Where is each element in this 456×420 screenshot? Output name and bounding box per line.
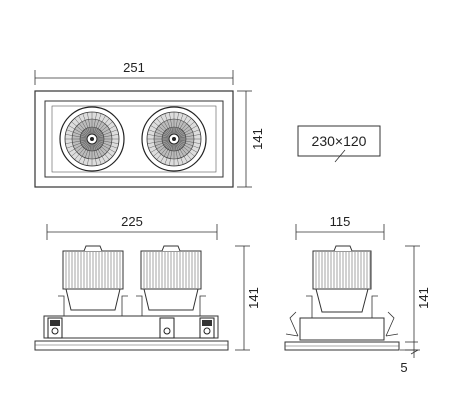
side-view: 115 141 5: [284, 214, 431, 375]
front-housing: [43, 315, 219, 339]
side-flange-dimension: 5: [400, 341, 419, 375]
reflector-left: [59, 106, 125, 172]
side-height-label: 141: [416, 287, 431, 309]
side-housing: [299, 317, 385, 341]
top-width-label: 251: [123, 60, 145, 75]
top-height-dimension: 141: [237, 90, 265, 188]
top-height-label: 141: [250, 128, 265, 150]
side-flange-label: 5: [400, 360, 407, 375]
front-height-dimension: 141: [235, 245, 261, 351]
side-height-dimension: 141: [405, 245, 431, 358]
top-view: 251 141: [34, 60, 265, 188]
reflector-facets: [65, 112, 201, 166]
front-heatsink-right: [140, 245, 202, 290]
side-spring-right: [385, 311, 399, 337]
front-width-dimension: 225: [46, 214, 218, 240]
front-height-label: 141: [246, 287, 261, 309]
cutout-size-label: 230×120: [312, 133, 367, 149]
side-neck: [315, 288, 369, 313]
front-neck-left: [65, 288, 121, 311]
top-width-dimension: 251: [34, 60, 234, 85]
front-spring-clip-mid: [159, 317, 175, 339]
front-neck-right: [143, 288, 199, 311]
front-view: 225: [34, 214, 261, 351]
front-heatsink-left: [62, 245, 124, 290]
cutout-callout: 230×120: [297, 125, 381, 163]
front-spring-clip-left: [47, 317, 63, 339]
side-width-label: 115: [330, 214, 351, 229]
side-width-dimension: 115: [295, 214, 385, 240]
side-spring-left: [285, 311, 299, 337]
front-spring-clip-right: [199, 317, 215, 339]
front-trim-flange: [34, 340, 229, 351]
front-width-label: 225: [121, 214, 143, 229]
side-heatsink: [312, 245, 372, 290]
